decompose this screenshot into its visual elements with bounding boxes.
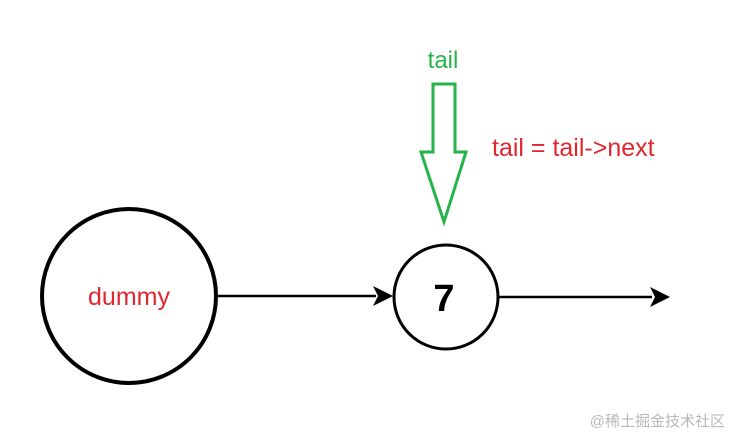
node-dummy-label: dummy [88, 283, 170, 311]
watermark: @稀土掘金技术社区 [590, 413, 725, 430]
edge-dummy-to-7 [217, 286, 393, 306]
pointer-arrow [418, 82, 469, 227]
pointer-label: tail [428, 47, 459, 74]
node-7: 7 [392, 243, 500, 351]
assignment-text: tail = tail->next [492, 134, 655, 162]
edge-dummy-to-7-arrowhead [373, 286, 393, 306]
node-dummy-circle [40, 207, 218, 385]
edge-7-to-next-arrowhead [650, 287, 670, 307]
edge-7-to-next [498, 287, 670, 307]
node-7-label: 7 [433, 278, 454, 320]
node-dummy: dummy [40, 207, 218, 385]
